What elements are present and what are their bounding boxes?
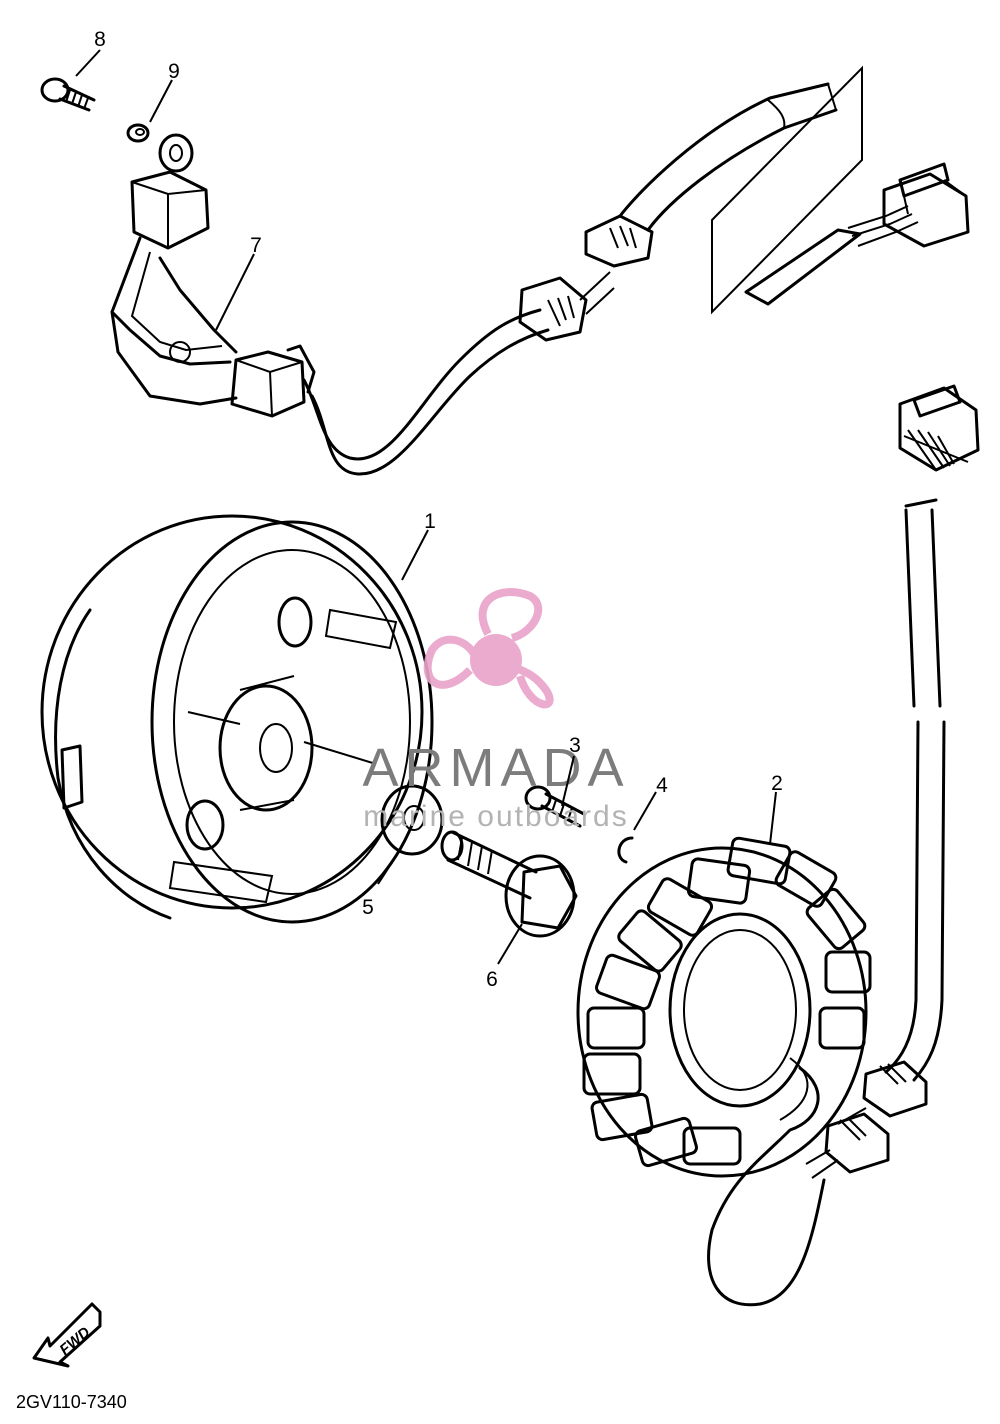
part-1-flywheel-rotor [40, 514, 434, 924]
part-label-7: 7 [250, 234, 262, 257]
stator-harness [805, 384, 980, 1179]
part-label-1: 1 [424, 510, 436, 533]
part-label-5: 5 [362, 896, 374, 919]
diagram-code: 2GV110-7340 [16, 1392, 127, 1412]
fwd-arrow-icon: FWD [32, 1302, 102, 1368]
watermark-brand: ARMADA [362, 738, 629, 798]
part-label-9: 9 [168, 60, 180, 83]
watermark-tagline: marine outboards [363, 800, 628, 833]
part-label-6: 6 [486, 968, 498, 991]
armada-logo-icon [423, 588, 554, 709]
leader-lines [75, 49, 777, 965]
harness-wire [302, 82, 838, 476]
part-label-2: 2 [771, 772, 783, 795]
fwd-label: FWD [56, 1324, 93, 1359]
part-4-clip [617, 836, 634, 864]
part-9-washer [126, 123, 150, 143]
part-7-pickup-coil [110, 133, 316, 418]
part-8-screw [40, 77, 96, 112]
part-5-washer [380, 784, 444, 856]
part-label-3: 3 [569, 734, 581, 757]
part-label-8: 8 [94, 28, 106, 51]
connector-inset [711, 65, 970, 315]
part-label-4: 4 [656, 774, 668, 797]
part-6-bolt [440, 830, 578, 938]
part-2-stator [576, 836, 872, 1307]
part-3-screw [524, 785, 586, 828]
